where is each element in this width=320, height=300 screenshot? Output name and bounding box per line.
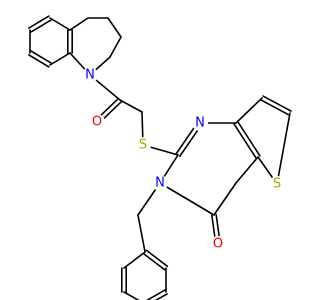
atom-layer: N O S N N S O <box>82 67 285 252</box>
atom-s1: S <box>135 137 151 153</box>
atom-n2: N <box>192 115 208 131</box>
bond-c8-c9 <box>213 182 237 216</box>
bond-c6-c7-1 <box>260 99 290 116</box>
atom-label-n3: N <box>155 176 165 191</box>
atom-n3: N <box>152 175 168 191</box>
atom-n1: N <box>82 67 98 83</box>
bond-layer <box>28 15 292 300</box>
bond-c4-c5-1 <box>233 123 257 159</box>
atom-label-s1: S <box>139 138 147 153</box>
bond-p6-p1 <box>123 251 146 269</box>
atom-label-o1: O <box>92 115 102 130</box>
bond-c9-N3 <box>159 182 215 216</box>
molecule-structure: N O S N N S O <box>28 15 292 300</box>
bond-p1-p2-1 <box>142 252 166 271</box>
bond-p4-p5 <box>123 291 140 300</box>
atom-label-s2: S <box>273 177 281 192</box>
bond-c5-c8 <box>235 156 259 184</box>
bond-a5-a6-0 <box>30 50 52 64</box>
atom-label-o2: O <box>213 237 223 252</box>
bond-c1-c2 <box>119 99 143 113</box>
bond-a5-a6-1 <box>28 54 50 68</box>
bond-p1-p2-0 <box>145 249 169 268</box>
bond-a6-a1 <box>49 52 71 66</box>
bond-a9-a10 <box>109 36 122 58</box>
bond-p3-p4-1 <box>145 289 166 300</box>
bond-c4-c6 <box>235 97 263 124</box>
atom-o2: O <box>210 236 226 252</box>
atom-label-n2: N <box>195 116 205 131</box>
bond-a2-a3 <box>49 17 71 31</box>
bond-a3-a4-0 <box>30 19 52 33</box>
atom-s2: S <box>269 176 285 192</box>
bond-a3-a4-1 <box>28 15 50 29</box>
bond-c7-S2 <box>276 112 291 185</box>
bond-c10-c11 <box>137 214 146 253</box>
atom-label-n1: N <box>85 68 95 83</box>
bond-a2-a7 <box>69 17 89 31</box>
bond-c6-c7-0 <box>262 95 292 112</box>
bond-c4-c5-0 <box>237 121 261 157</box>
bond-a8-a9 <box>107 17 122 38</box>
atom-o1: O <box>89 114 105 130</box>
